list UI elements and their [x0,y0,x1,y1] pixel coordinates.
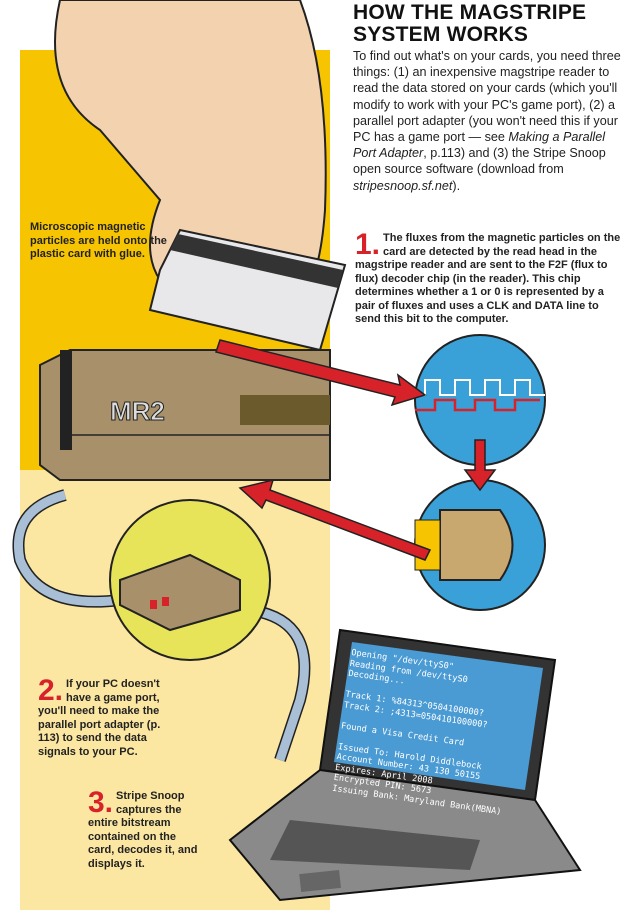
step-number: 1. [355,228,381,261]
callout-step2: 2.If your PC doesn't have a game port, y… [38,674,183,759]
step-number: 2. [38,674,64,707]
callout-step3: 3.Stripe Snoop captures the entire bitst… [88,786,198,871]
ref-title: Making a Parallel Port Adapter [353,130,606,161]
trackpad [299,869,341,893]
intro-part: ). [452,178,461,193]
intro-text: To find out what's on your cards, you ne… [353,48,623,194]
intro-part: , p.113) and (3) the Stripe Snoop open s… [353,146,606,177]
cable [14,490,309,762]
title-line: HOW THE MAGSTRIPE [353,1,587,24]
step-number: 3. [88,786,114,819]
url: stripesnoop.sf.net [353,178,453,193]
keyboard [270,820,480,870]
callout-particles: Microscopic magnetic particles are held … [30,221,167,260]
reader-window [240,395,330,425]
magstripe [170,234,343,288]
read-head [439,509,514,581]
reader-slot [60,350,72,450]
arrows [215,339,497,561]
reader-logo: MR2 [110,396,165,426]
step-text: If your PC doesn't have a game port, you… [38,678,161,758]
callout-step1: 1.The fluxes from the magnetic particles… [355,228,623,327]
step-text: The fluxes from the magnetic particles o… [355,232,621,325]
title-line: SYSTEM WORKS [353,23,529,46]
step-text: Stripe Snoop captures the entire bitstre… [88,790,198,870]
laptop-screen [334,642,543,790]
intro-part: To find out what's on your cards, you ne… [353,49,621,145]
parallel-port-adapter [119,553,241,632]
terminal-output: Opening "/dev/ttyS0"Reading from /dev/tt… [332,648,531,819]
